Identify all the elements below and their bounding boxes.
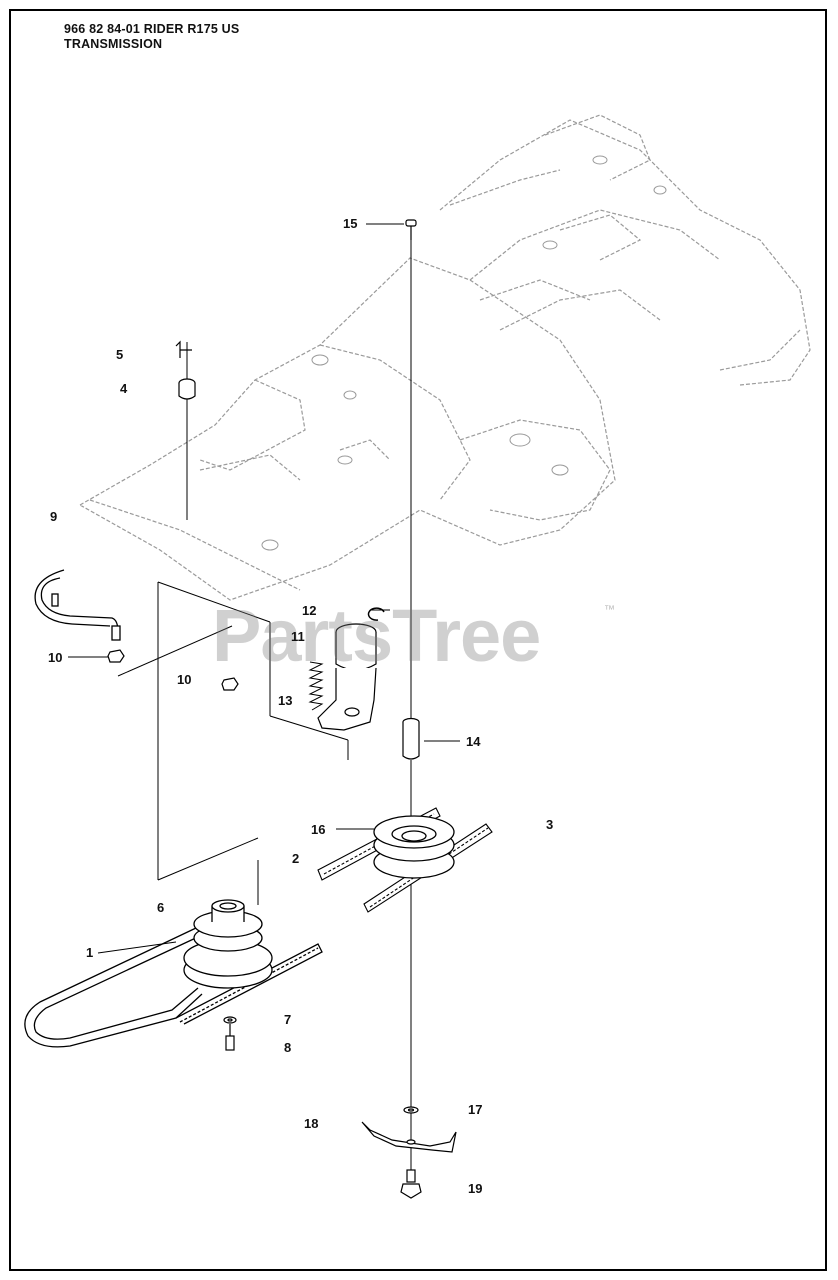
- callout-6: 6: [157, 900, 165, 915]
- callout-8: 8: [284, 1040, 292, 1055]
- callout-7: 7: [284, 1012, 292, 1027]
- spacer-part-14: [402, 717, 420, 760]
- diagram-frame: [9, 9, 827, 1271]
- callout-10-left: 10: [48, 650, 63, 665]
- chassis-frame-ghost: [78, 114, 811, 601]
- sleeve-part-11: [335, 623, 377, 671]
- callout-18: 18: [304, 1116, 319, 1131]
- callout-3: 3: [546, 817, 554, 832]
- cable-part-9: [34, 569, 121, 641]
- washer-part-7: [223, 1016, 237, 1024]
- callout-19: 19: [468, 1181, 483, 1196]
- chassis-holes-ghost: [261, 155, 667, 551]
- callout-11: 11: [291, 629, 305, 644]
- callout-15: 15: [343, 216, 358, 231]
- callout-12: 12: [302, 603, 317, 618]
- callout-10-center: 10: [177, 672, 192, 687]
- callout-1: 1: [86, 945, 94, 960]
- spring-part-13: [308, 661, 324, 711]
- clip-part-12: [367, 607, 385, 621]
- callout-2: 2: [292, 851, 300, 866]
- bolt-part-19: [400, 1169, 422, 1199]
- callout-4: 4: [120, 381, 128, 396]
- belt-guide-part-18: [361, 1121, 457, 1153]
- watermark: PartsTree: [212, 594, 541, 677]
- nut-part-10: [107, 649, 239, 691]
- model-line: 966 82 84-01 RIDER R175 US: [64, 22, 240, 36]
- pin-part-5: [175, 340, 192, 358]
- washer-part-17: [403, 1106, 419, 1114]
- callout-9: 9: [50, 509, 58, 524]
- diagram-title: 966 82 84-01 RIDER R175 US TRANSMISSION: [64, 22, 239, 52]
- callout-13: 13: [278, 693, 293, 708]
- callout-16: 16: [311, 822, 326, 837]
- callout-14: 14: [466, 734, 481, 749]
- callout-5: 5: [116, 347, 124, 362]
- bolt-part-15: [405, 219, 417, 240]
- section-name: TRANSMISSION: [64, 37, 163, 51]
- pulley-part-6: [183, 899, 273, 989]
- idler-arm: [317, 667, 377, 731]
- cap-part-4: [178, 378, 196, 400]
- callout-leaders: [68, 223, 460, 954]
- pulley-part-16: [373, 815, 455, 879]
- belt-part-1: [24, 927, 323, 1048]
- bolt-part-8: [225, 1024, 235, 1051]
- callout-17: 17: [468, 1102, 483, 1117]
- watermark-trademark: ™: [604, 604, 615, 616]
